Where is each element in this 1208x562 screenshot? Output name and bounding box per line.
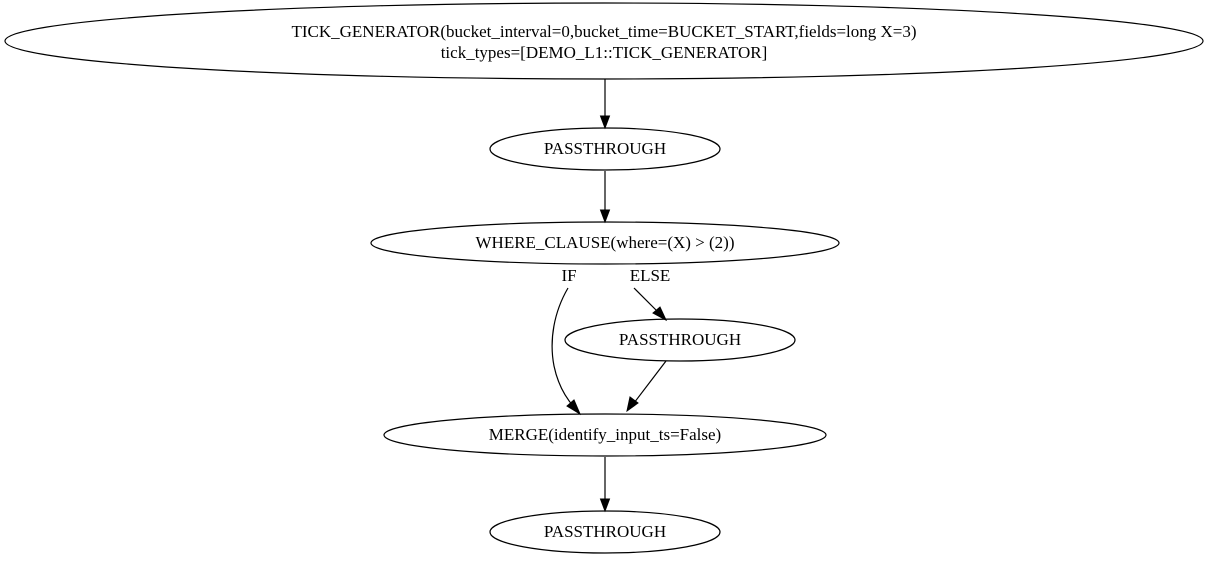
edge-merge-to-passthrough-out (599, 457, 611, 513)
arrowhead-icon (599, 115, 611, 130)
node-label: PASSTHROUGH (619, 330, 741, 349)
node-shape-ellipse (370, 221, 840, 265)
edge-line (551, 287, 575, 408)
edge-where-clause-if-to-merge: IF (551, 266, 582, 416)
node-label-line2: tick_types=[DEMO_L1::TICK_GENERATOR] (441, 43, 768, 62)
node-passthrough-out[interactable]: PASSTHROUGH (489, 510, 721, 554)
arrowhead-icon (599, 209, 611, 224)
arrowhead-icon (599, 498, 611, 513)
node-shape-ellipse (383, 413, 827, 457)
node-label: PASSTHROUGH (544, 522, 666, 541)
node-shape-ellipse (489, 510, 721, 554)
node-shape-ellipse (4, 2, 1204, 80)
node-label: PASSTHROUGH (544, 139, 666, 158)
node-label: MERGE(identify_input_ts=False) (489, 425, 721, 444)
node-label: WHERE_CLAUSE(where=(X) > (2)) (476, 233, 735, 252)
arrowhead-icon (626, 396, 639, 413)
edge-where-clause-else-to-passthrough: ELSE (630, 266, 671, 322)
node-passthrough-else[interactable]: PASSTHROUGH (564, 318, 796, 362)
edge-passthrough-to-where-clause (599, 171, 611, 224)
arrowhead-icon (566, 399, 582, 416)
edge-tick-generator-to-passthrough (599, 79, 611, 130)
edge-label-if: IF (561, 266, 576, 285)
node-label-line1: TICK_GENERATOR(bucket_interval=0,bucket_… (291, 22, 916, 41)
edge-passthrough-else-to-merge (626, 360, 667, 413)
edge-line (633, 360, 667, 404)
node-shape-ellipse (564, 318, 796, 362)
node-tick-generator[interactable]: TICK_GENERATOR(bucket_interval=0,bucket_… (4, 2, 1204, 80)
edge-line (633, 287, 660, 314)
node-merge[interactable]: MERGE(identify_input_ts=False) (383, 413, 827, 457)
node-passthrough-1[interactable]: PASSTHROUGH (489, 127, 721, 171)
arrowhead-icon (652, 306, 668, 322)
node-shape-ellipse (489, 127, 721, 171)
edge-label-else: ELSE (630, 266, 671, 285)
node-where-clause[interactable]: WHERE_CLAUSE(where=(X) > (2)) (370, 221, 840, 265)
